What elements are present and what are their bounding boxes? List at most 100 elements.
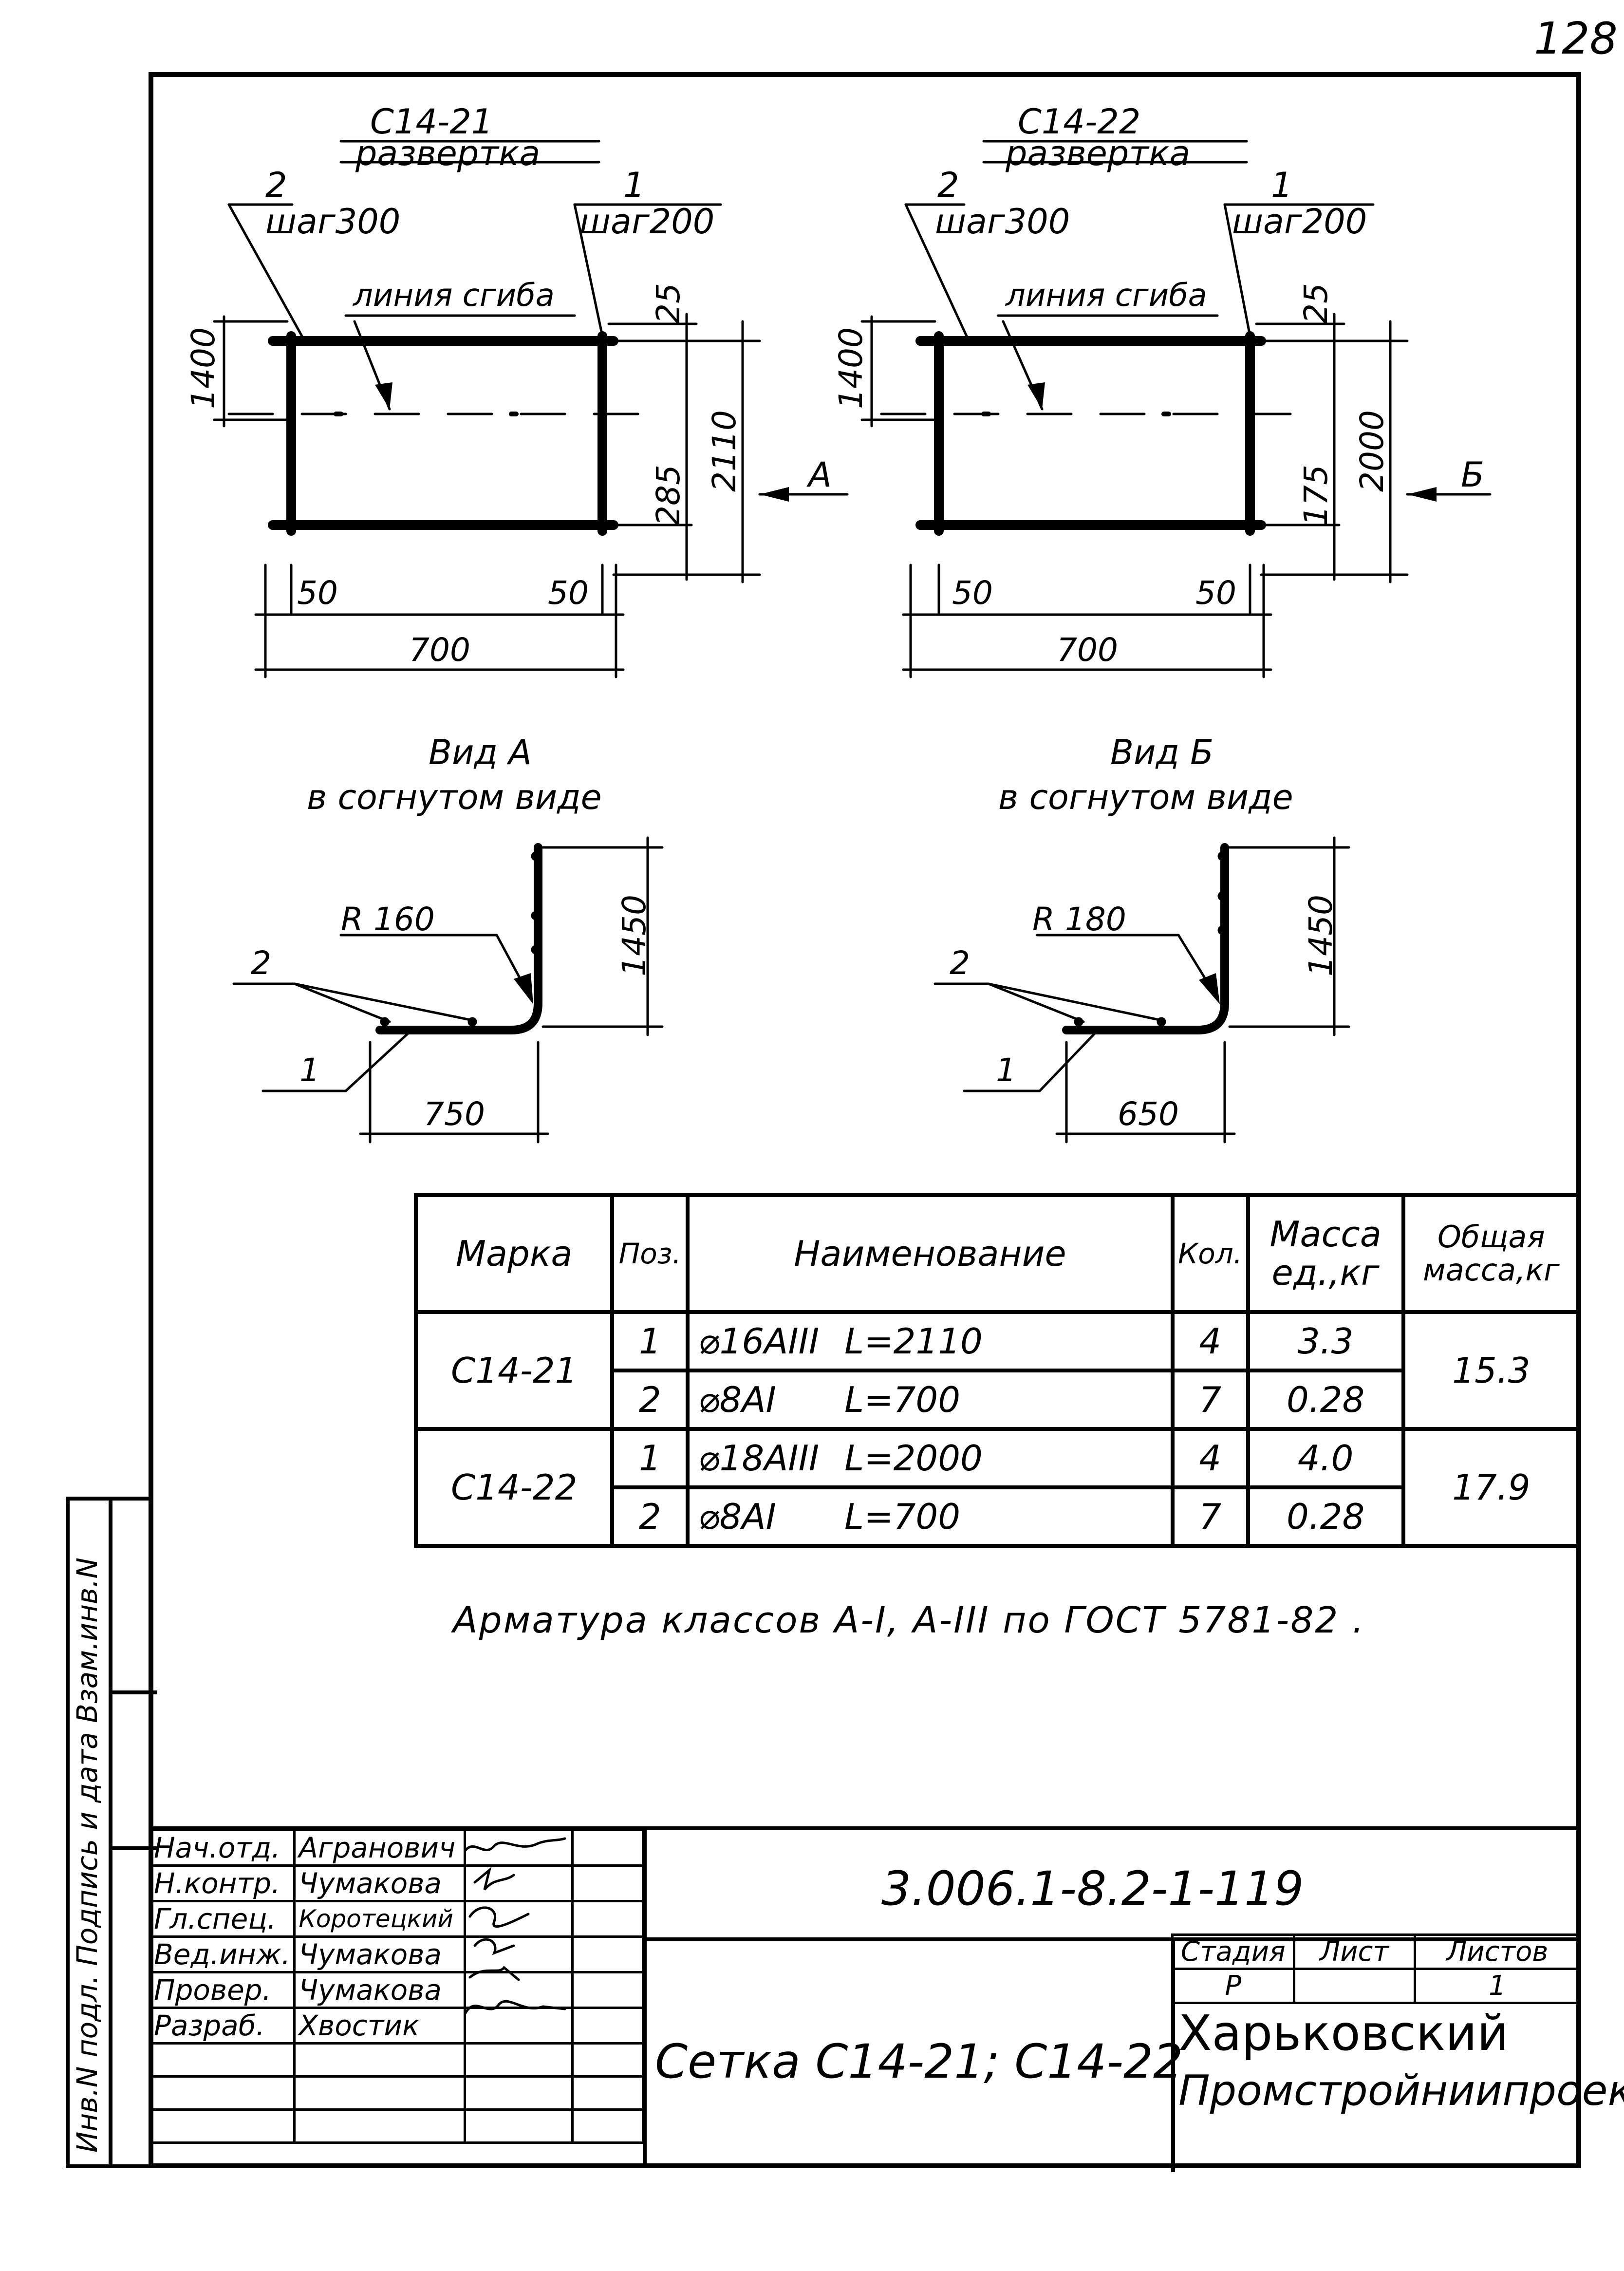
table-row: Провер. Чумакова — [148, 1971, 644, 2009]
drawing-title: Сетка С14-21; С14-22 — [655, 2034, 1183, 2089]
role-person: Агранович — [293, 1829, 466, 1867]
c14-21-view-arrow-label: А — [808, 455, 832, 495]
spec-unit-mass: 0.28 — [1246, 1369, 1405, 1431]
spec-bar-name: ⌀8АI — [698, 1379, 776, 1420]
spec-header-name: Наименование — [686, 1193, 1175, 1314]
spec-pos: 2 — [610, 1485, 690, 1548]
view-a-height: 1450 — [616, 895, 653, 976]
spec-qty: 7 — [1170, 1485, 1250, 1548]
c14-21-leader-1: 1 — [623, 165, 645, 205]
mesh-c14-21 — [213, 140, 849, 678]
sheets-label: Листов — [1413, 1933, 1582, 1970]
date-cell — [571, 1971, 644, 2009]
c14-21-leader-2: 2 — [265, 165, 287, 205]
signature-cell — [463, 2007, 574, 2045]
c14-22-subtitle: развертка — [1006, 133, 1191, 173]
page-number: 128 — [1534, 13, 1618, 64]
date-cell — [571, 1864, 644, 1902]
spec-header-total-mass: Общая масса,кг — [1401, 1193, 1582, 1314]
spec-header-mark: Марка — [413, 1193, 615, 1314]
view-a-subtitle: в согнутом виде — [307, 777, 602, 817]
spec-qty: 4 — [1170, 1310, 1250, 1372]
signatures — [464, 1837, 566, 2015]
spec-bar-length: L=700 — [844, 1379, 961, 1420]
date-cell — [571, 1900, 644, 1938]
c14-22-bend-line-label: линия сгиба — [1006, 278, 1207, 314]
table-row: Вед.инж. Чумакова — [148, 1935, 644, 1973]
c14-22-leader-2: 2 — [937, 165, 959, 205]
view-b-length: 650 — [1118, 1095, 1179, 1133]
view-b-title: Вид Б — [1110, 732, 1214, 772]
role-label: Провер. — [148, 1971, 296, 2009]
view-a-label-1: 1 — [299, 1051, 320, 1089]
c14-22-dim-50-left: 50 — [952, 574, 993, 612]
view-a-length: 750 — [424, 1095, 485, 1133]
spec-total-c14-22: 17.9 — [1401, 1427, 1582, 1548]
spec-qty: 7 — [1170, 1369, 1250, 1431]
view-a-title: Вид А — [429, 732, 532, 772]
table-row: Гл.спец. Коротецкий — [148, 1900, 644, 1938]
stage-table: Стадия Лист Листов Р 1 — [1171, 1933, 1582, 2004]
spec-pos: 1 — [610, 1427, 690, 1489]
c14-21-dim-2110: 2110 — [706, 410, 743, 492]
role-label: Разраб. — [148, 2007, 296, 2045]
role-person: Коротецкий — [293, 1900, 466, 1938]
spec-total-c14-21: 15.3 — [1401, 1310, 1582, 1431]
spec-bar-name: ⌀8АI — [698, 1496, 776, 1537]
spec-header-qty: Кол. — [1170, 1193, 1250, 1314]
c14-21-bend-line-label: линия сгиба — [353, 278, 555, 314]
spec-unit-mass: 4.0 — [1246, 1427, 1405, 1489]
spec-pos: 1 — [610, 1310, 690, 1372]
c14-21-dim-1400: 1400 — [185, 327, 222, 409]
sheet-label: Лист — [1292, 1933, 1416, 1970]
view-a-radius: R 160 — [341, 901, 435, 938]
spec-pos: 2 — [610, 1369, 690, 1431]
signature-cell — [463, 1971, 574, 2009]
view-b-label-1: 1 — [996, 1051, 1016, 1089]
c14-22-dim-50-right: 50 — [1195, 574, 1236, 612]
spec-bar-length: L=2110 — [844, 1321, 983, 1362]
c14-22-dim-1400: 1400 — [832, 327, 870, 409]
view-b-subtitle: в согнутом виде — [998, 777, 1293, 817]
spec-header-pos: Поз. — [610, 1193, 690, 1314]
spec-name-cell: ⌀18АIII L=2000 — [686, 1427, 1175, 1489]
c14-22-dim-700: 700 — [1057, 631, 1118, 669]
spec-table: Марка Поз. Наименование Кол. Масса ед.,к… — [413, 1193, 1582, 1548]
table-row: Разраб. Хвостик — [148, 2007, 644, 2045]
sheets-value: 1 — [1413, 1968, 1582, 2004]
c14-22-view-arrow-label: Б — [1461, 455, 1485, 495]
spec-bar-name: ⌀16АIII — [698, 1321, 820, 1362]
c14-21-mark: С14-21 — [370, 102, 493, 142]
table-row: Нач.отд. Агранович — [148, 1829, 644, 1867]
title-block — [149, 1826, 1581, 2172]
c14-21-subtitle: развертка — [355, 133, 541, 173]
date-cell — [571, 2007, 644, 2045]
approvals-table: Нач.отд. Агранович Н.контр. Чумакова Гл.… — [148, 1829, 644, 2144]
role-label: Вед.инж. — [148, 1935, 296, 1973]
spec-bar-name: ⌀18АIII — [698, 1438, 820, 1479]
organisation-line-2: Промстройниипроект — [1178, 2066, 1624, 2115]
view-b-height: 1450 — [1302, 895, 1340, 976]
stage-value: Р — [1171, 1968, 1295, 2004]
c14-22-dim-2000: 2000 — [1353, 410, 1391, 492]
role-person: Чумакова — [293, 1935, 466, 1973]
signature-cell — [463, 1864, 574, 1902]
signature-cell — [463, 1935, 574, 1973]
c14-22-step-200: шаг200 — [1232, 202, 1367, 242]
view-b-radius: R 180 — [1032, 901, 1126, 938]
c14-22-dim-25: 25 — [1297, 283, 1335, 324]
spec-bar-length: L=2000 — [844, 1438, 983, 1479]
spec-header-unit-mass: Масса ед.,кг — [1246, 1193, 1405, 1314]
view-a-shape — [232, 836, 664, 1144]
date-cell — [571, 1829, 644, 1867]
role-person: Хвостик — [293, 2007, 466, 2045]
spec-unit-mass: 3.3 — [1246, 1310, 1405, 1372]
organisation-line-1: Харьковский — [1178, 2005, 1509, 2062]
mesh-c14-22 — [860, 140, 1492, 678]
c14-22-leader-1: 1 — [1271, 165, 1293, 205]
